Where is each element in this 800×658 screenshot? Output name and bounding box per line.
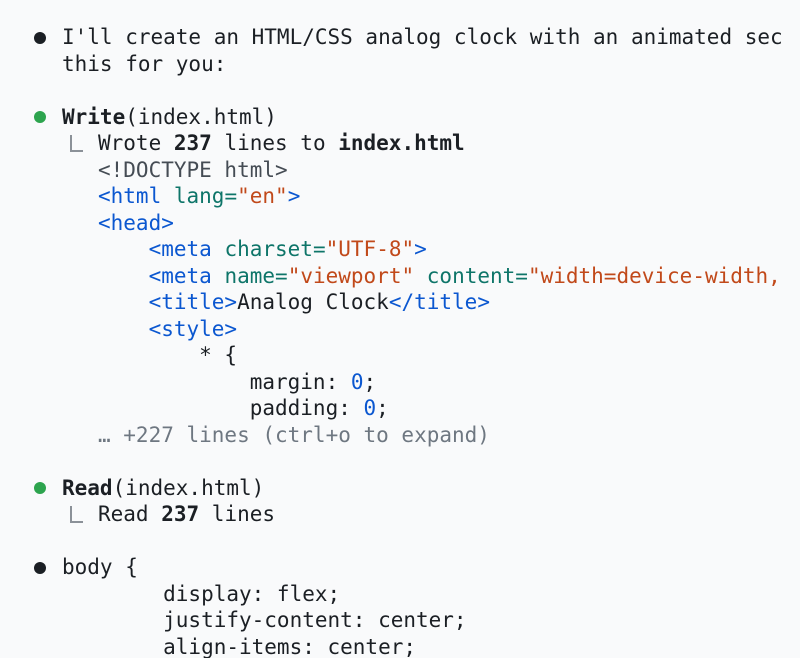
token-text: lines to (211, 131, 339, 155)
token-text: padding: (98, 396, 364, 420)
token-attribute: charset (224, 237, 313, 261)
code-line: padding: 0; (62, 395, 800, 422)
token-value: "UTF-8" (325, 237, 415, 261)
bullet-icon (34, 111, 46, 123)
token-text (98, 290, 149, 314)
token-tag: > (287, 184, 301, 208)
token-tag: <html (98, 184, 162, 208)
token-text: 237 (173, 131, 212, 155)
assistant-message-code: body { display: flex; justify-content: c… (34, 554, 800, 658)
code-line: <style> (62, 316, 800, 343)
token-text: Wrote (98, 131, 174, 155)
tool-name: Write (62, 104, 126, 129)
token-attribute: = (515, 263, 528, 288)
token-text: * { (98, 343, 238, 367)
token-text (98, 237, 149, 261)
code-line: <html lang="en"> (62, 183, 800, 210)
token-tag: <title> (148, 290, 238, 314)
tool-title: Read(index.html) (62, 475, 800, 502)
token-number: 0 (363, 396, 377, 420)
bullet-icon (34, 561, 46, 574)
token-text: ; (376, 396, 389, 420)
token-declaration: <!DOCTYPE html> (98, 157, 288, 182)
token-value: "viewport" (287, 263, 415, 288)
bullet-icon (34, 482, 46, 494)
token-tag: </title> (388, 290, 490, 314)
token-text (98, 317, 149, 341)
token-text (161, 184, 174, 208)
tool-result: Read 237 lines (62, 501, 800, 528)
tool-title: Write(index.html) (62, 104, 800, 131)
token-text: lines (199, 502, 276, 526)
token-text: ; (363, 369, 377, 394)
message-line: display: flex; (62, 581, 341, 606)
tool-result: Wrote 237 lines to index.html (62, 130, 800, 157)
token-value: "en" (237, 184, 288, 208)
token-text (98, 264, 149, 288)
message-line: align-items: center; (62, 634, 417, 658)
message-line: I'll create an HTML/CSS analog clock wit… (62, 25, 783, 49)
tool-args: (index.html) (125, 104, 277, 129)
code-line: * { (62, 342, 800, 369)
token-attribute: lang (173, 184, 225, 208)
token-text (414, 264, 427, 288)
tool-args: (index.html) (112, 475, 265, 500)
token-tag: <head> (98, 210, 174, 235)
token-tag: <style> (148, 316, 238, 341)
tool-call-read: Read(index.html)Read 237 lines (34, 475, 800, 528)
token-tag: <meta (148, 263, 212, 288)
token-attribute: = (275, 263, 288, 288)
code-line: <head> (62, 210, 800, 237)
code-line: <meta name="viewport" content="width=dev… (62, 263, 800, 290)
token-number: 0 (350, 369, 364, 394)
token-text: index.html (338, 131, 465, 155)
expand-hint: … +227 lines (ctrl+o to expand) (98, 422, 490, 447)
token-tag: > (414, 237, 427, 261)
token-attribute: name (224, 263, 276, 288)
token-text (212, 237, 225, 261)
code-line: <!DOCTYPE html> (62, 157, 800, 184)
tool-result-connector-icon (70, 135, 83, 152)
message-line: this for you: (62, 51, 227, 76)
token-tag: <meta (148, 237, 212, 261)
token-text: Read (98, 502, 162, 526)
token-attribute: = (224, 184, 238, 208)
tool-result-connector-icon (70, 506, 83, 523)
token-text: 237 (161, 502, 200, 526)
token-value: "width=device-width, (527, 263, 781, 288)
bullet-icon (34, 31, 46, 44)
message-line: body { (62, 555, 138, 579)
message-line: justify-content: center; (62, 608, 467, 632)
assistant-message-intro: I'll create an HTML/CSS analog clock wit… (34, 24, 800, 77)
token-text: Analog Clock (237, 290, 389, 314)
code-line: margin: 0; (62, 369, 800, 396)
tool-call-write: Write(index.html)Wrote 237 lines to inde… (34, 104, 800, 449)
code-line: <meta charset="UTF-8"> (62, 236, 800, 263)
code-line: <title>Analog Clock</title> (62, 289, 800, 316)
token-attribute: = (312, 237, 326, 261)
tool-name: Read (62, 475, 113, 500)
token-attribute: content (426, 263, 516, 288)
token-text (212, 264, 225, 288)
token-text: margin: (98, 369, 351, 394)
